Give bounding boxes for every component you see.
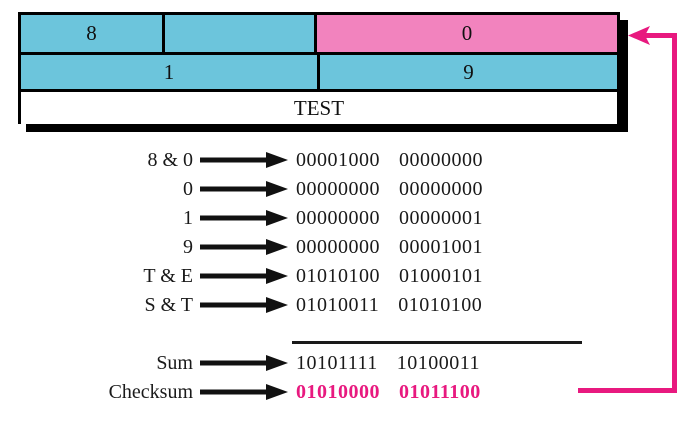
right-arrow-icon [200, 384, 288, 400]
calculation-row-label: 9 [183, 236, 193, 258]
calculation-row-bits: 00000000 00000000 [296, 175, 483, 203]
calculation-row-t-and-e: T & E 01010100 01000101 [0, 262, 691, 290]
right-arrow-icon [200, 268, 288, 284]
feedback-line-top [645, 33, 677, 38]
calculation-row-9: 9 00000000 00001001 [0, 233, 691, 261]
calculation-row-bits: 00000000 00001001 [296, 233, 483, 261]
bits-low-byte: 00000000 [399, 149, 483, 171]
feedback-arrow-icon [628, 26, 650, 45]
feedback-line-vertical [672, 33, 677, 393]
right-arrow-icon [200, 181, 288, 197]
calculation-row-8-and-0: 8 & 0 00001000 00000000 [0, 146, 691, 174]
calculation-row-bits: 00001000 00000000 [296, 146, 483, 174]
calculation-row-sum: Sum 10101111 10100011 [0, 349, 691, 377]
calculation-row-0: 0 00000000 00000000 [0, 175, 691, 203]
packet-table: 8 0 1 9 TEST [18, 12, 620, 124]
bits-high-byte: 00001000 [296, 149, 380, 171]
packet-cell-8: 8 [21, 15, 165, 52]
bits-high-byte: 01010011 [296, 294, 380, 316]
calculation-row-bits: 10101111 10100011 [296, 349, 480, 377]
calculation-row-bits: 01010000 01011100 [296, 378, 481, 406]
packet-row-1: 8 0 [21, 15, 617, 52]
bits-low-byte: 10100011 [396, 352, 481, 374]
calculation-row-bits: 01010100 01000101 [296, 262, 483, 290]
right-arrow-icon [200, 239, 288, 255]
bits-low-byte: 01011100 [399, 381, 481, 403]
bits-low-byte: 00000000 [399, 178, 483, 200]
bits-low-byte: 00000001 [399, 207, 483, 229]
bits-high-byte: 10101111 [296, 352, 378, 374]
bits-high-byte: 00000000 [296, 236, 380, 258]
sum-rule-line [292, 341, 582, 344]
packet-row-2: 1 9 [21, 52, 617, 89]
right-arrow-icon [200, 152, 288, 168]
calculation-row-label: 0 [183, 178, 193, 200]
packet-cell-empty [165, 15, 317, 52]
bits-high-byte: 01010000 [296, 381, 380, 403]
bits-high-byte: 00000000 [296, 207, 380, 229]
calculation-row-label: S & T [144, 294, 193, 316]
right-arrow-icon [200, 210, 288, 226]
bits-low-byte: 00001001 [399, 236, 483, 258]
bits-high-byte: 00000000 [296, 178, 380, 200]
calculation-row-label: Sum [156, 352, 193, 374]
calculation-row-bits: 01010011 01010100 [296, 291, 482, 319]
calculation-row-bits: 00000000 00000001 [296, 204, 483, 232]
packet-cell-9: 9 [320, 55, 617, 89]
calculation-row-s-and-t: S & T 01010011 01010100 [0, 291, 691, 319]
feedback-line-bottom [578, 388, 677, 393]
bits-high-byte: 01010100 [296, 265, 380, 287]
packet-cell-test: TEST [21, 92, 617, 124]
right-arrow-icon [200, 297, 288, 313]
calculation-row-label: Checksum [108, 381, 193, 403]
calculation-row-label: T & E [143, 265, 193, 287]
calculation-row-1: 1 00000000 00000001 [0, 204, 691, 232]
packet-row-3: TEST [21, 89, 617, 124]
right-arrow-icon [200, 355, 288, 371]
packet-cell-checksum-field: 0 [317, 15, 617, 52]
calculation-row-label: 1 [183, 207, 193, 229]
bits-low-byte: 01000101 [399, 265, 483, 287]
packet-cell-1: 1 [21, 55, 320, 89]
calculation-row-label: 8 & 0 [147, 149, 193, 171]
calculation-row-checksum: Checksum 01010000 01011100 [0, 378, 691, 406]
bits-low-byte: 01010100 [398, 294, 483, 316]
